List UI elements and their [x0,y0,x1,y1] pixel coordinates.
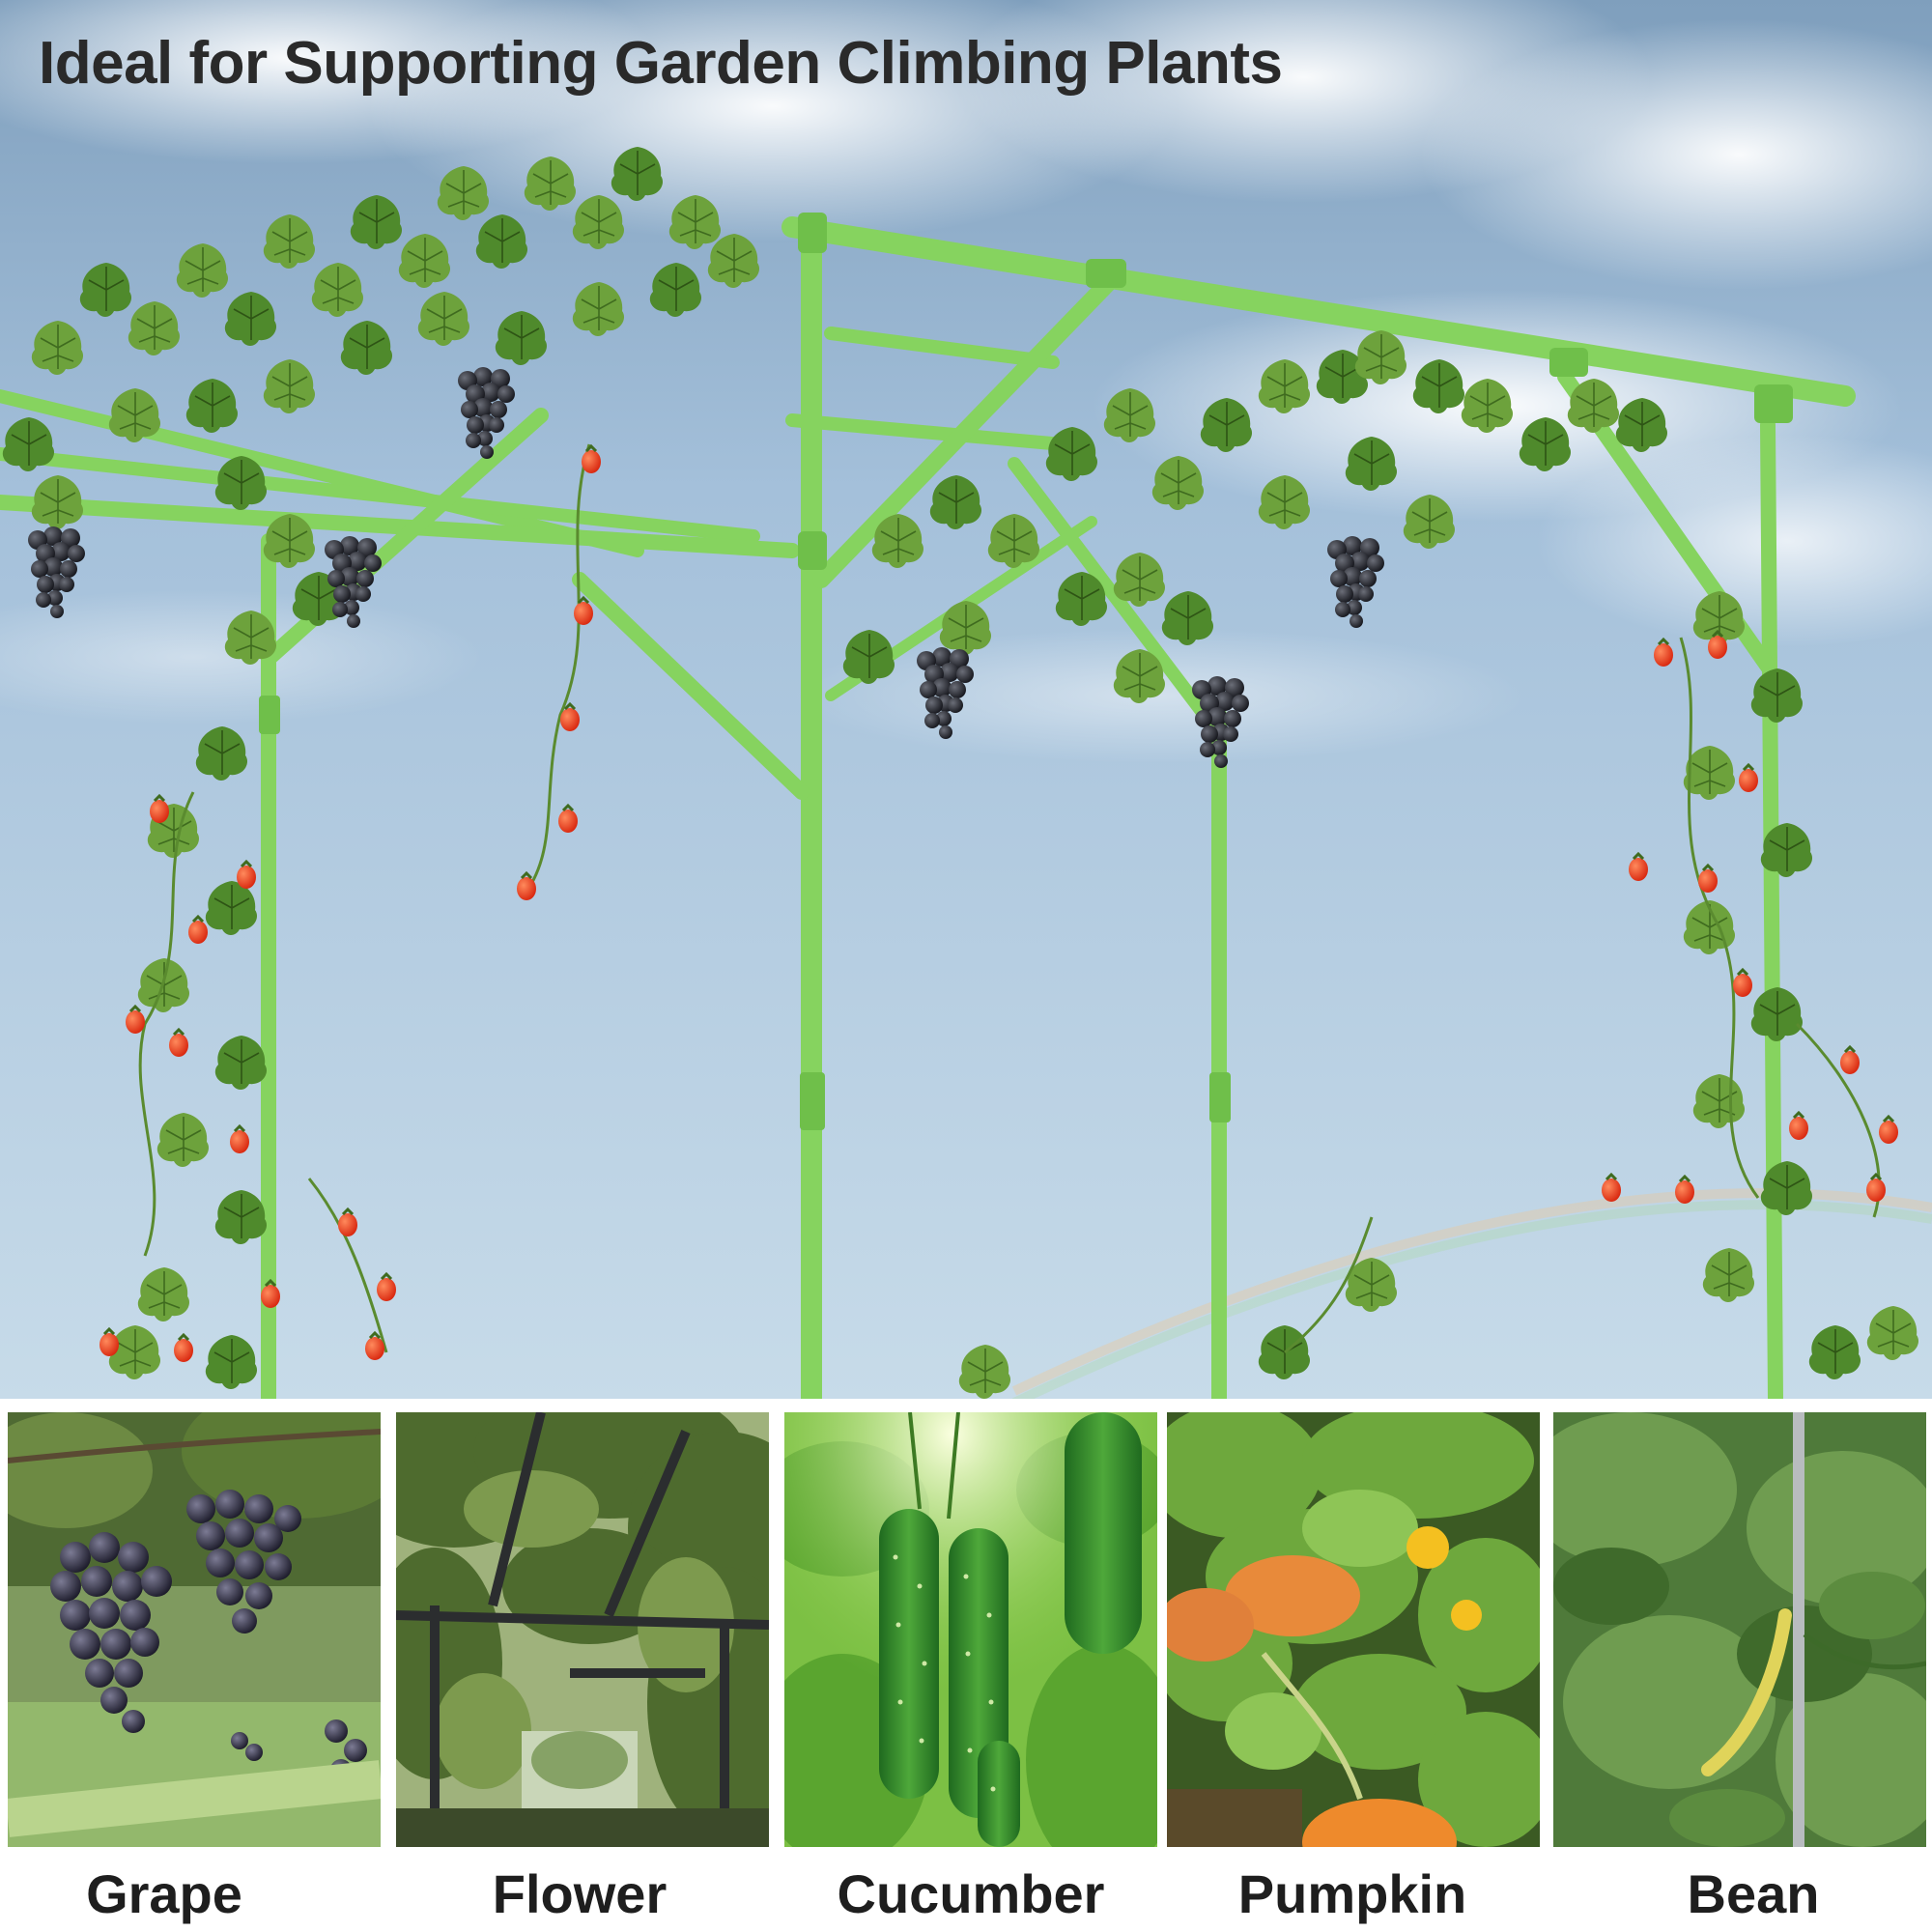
category-label-flower: Flower [492,1863,668,1924]
headline: Ideal for Supporting Garden Climbing Pla… [39,30,1283,97]
flower-photo [396,1412,769,1847]
trellis-scene [0,0,1932,1399]
bean-photo [1553,1412,1926,1847]
category-label-bean: Bean [1687,1863,1820,1924]
pumpkin-photo [1167,1412,1540,1847]
trellis-connectors [259,213,1793,1130]
plant-category-gallery [0,1399,1932,1932]
category-label-cucumber: Cucumber [837,1863,1105,1924]
cucumber-photo [784,1412,1157,1847]
category-label-pumpkin: Pumpkin [1237,1863,1467,1924]
hero-image [0,0,1932,1399]
category-label-grape: Grape [86,1863,242,1924]
grape-photo [8,1412,381,1847]
